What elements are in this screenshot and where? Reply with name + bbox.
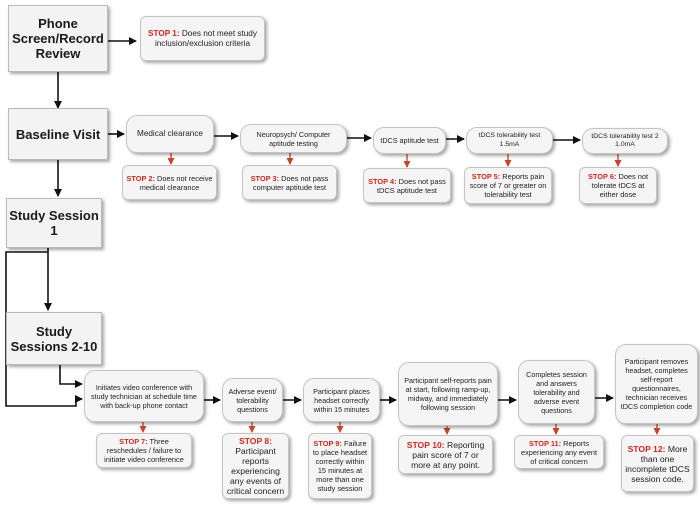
phase-baseline-visit-label: Baseline Visit: [15, 126, 101, 142]
phase-baseline-visit: Baseline Visit: [8, 108, 108, 160]
stop-2-label: STOP 2:: [126, 173, 155, 183]
stop-12-text: More than one incomplete tDCS session co…: [625, 443, 690, 484]
baseline-step-tolerability-1: tDCS tolerability test 1.5mA: [466, 127, 553, 154]
stop-3-label: STOP 3:: [250, 173, 280, 183]
stop-11-text: Reports experiencing any event of critic…: [520, 438, 597, 466]
session-step-adverse-events: Adverse event/ tolerability questions: [222, 378, 283, 422]
stop-7: STOP 7: Three reschedules / failure to i…: [96, 433, 192, 468]
stop-3: STOP 3: Does not pass computer aptitude …: [242, 165, 337, 200]
session-step-5-label: Completes session and answers tolerabili…: [526, 369, 587, 415]
loop-connector: [5, 251, 83, 407]
stop-9: STOP 9: Failure to place headset correct…: [308, 433, 372, 499]
stop-12-label: STOP 12:: [627, 443, 666, 454]
phase-study-sessions-2-10-label: Study Sessions 2-10: [10, 323, 98, 354]
stop-5: STOP 5: Reports pain score of 7 or great…: [464, 167, 552, 204]
stop-10-label: STOP 10:: [406, 439, 445, 450]
baseline-step-medical-clearance: Medical clearance: [126, 115, 214, 153]
stop-1-text: Does not meet study inclusion/exclusion …: [154, 28, 257, 48]
stop-5-label: STOP 5:: [471, 172, 501, 181]
stop-8-label: STOP 8:: [238, 436, 273, 446]
stop-4-label: STOP 4:: [368, 176, 397, 186]
stop-8: STOP 8: Participant reports experiencing…: [222, 433, 289, 499]
stop-6-text: Does not tolerate tDCS at either dose: [591, 172, 649, 199]
session-step-6-label: Participant removes headset, completes s…: [620, 357, 693, 411]
session-step-place-headset: Participant places headset correctly wit…: [303, 378, 380, 422]
phase-phone-screen-label: Phone Screen/Record Review: [12, 16, 104, 61]
session-step-video-conference: Initiates video conference with study te…: [84, 370, 204, 422]
stop-12: STOP 12: More than one incomplete tDCS s…: [621, 435, 694, 492]
phase-phone-screen: Phone Screen/Record Review: [8, 5, 108, 72]
stop-6: STOP 6: Does not tolerate tDCS at either…: [579, 167, 657, 204]
stop-5-text: Reports pain score of 7 or greater on to…: [469, 172, 547, 199]
stop-1-label: STOP 1:: [148, 28, 180, 38]
stop-7-label: STOP 7:: [119, 437, 148, 446]
session-step-pain-report: Participant self-reports pain at start, …: [398, 362, 498, 426]
stop-9-label: STOP 9:: [313, 439, 342, 448]
baseline-step-tdcs-aptitude: tDCS aptitude test: [373, 127, 446, 154]
stop-11-label: STOP 11:: [528, 438, 562, 448]
stop-4-text: Does not pass tDCS aptitude test: [377, 176, 446, 195]
stop-2: STOP 2: Does not receive medical clearan…: [122, 165, 217, 200]
session-step-4-label: Participant self-reports pain at start, …: [404, 376, 492, 412]
stop-8-text: Participant reports experiencing any eve…: [226, 446, 285, 496]
stop-10: STOP 10: Reporting pain score of 7 or mo…: [398, 435, 493, 474]
phase-study-session-1-label: Study Session 1: [9, 208, 99, 238]
baseline-step-3-label: tDCS aptitude test: [380, 136, 439, 145]
session-step-2-label: Adverse event/ tolerability questions: [228, 386, 277, 414]
baseline-step-1-label: Medical clearance: [137, 129, 203, 138]
stop-1: STOP 1: Does not meet study inclusion/ex…: [140, 16, 265, 61]
stop-3-text: Does not pass computer aptitude test: [252, 173, 329, 192]
session-step-complete-session: Completes session and answers tolerabili…: [518, 360, 595, 424]
stop-4: STOP 4: Does not pass tDCS aptitude test: [363, 168, 451, 203]
phase-study-session-1: Study Session 1: [6, 198, 102, 248]
phase-study-sessions-2-10: Study Sessions 2-10: [6, 312, 102, 365]
stop-11: STOP 11: Reports experiencing any event …: [514, 435, 604, 469]
arrow-sessions-to-step1: [59, 365, 83, 388]
session-step-1-label: Initiates video conference with study te…: [91, 382, 197, 410]
baseline-step-4-label: tDCS tolerability test 1.5mA: [478, 132, 541, 148]
baseline-step-aptitude-testing: Neuropsych/ Computer aptitude testing: [240, 124, 347, 153]
stop-2-text: Does not receive medical clearance: [139, 173, 213, 192]
stop-9-text: Failure to place headset correctly withi…: [312, 439, 368, 493]
session-step-remove-headset: Participant removes headset, completes s…: [615, 344, 698, 424]
stop-7-text: Three reschedules / failure to initiate …: [104, 437, 184, 464]
session-step-3-label: Participant places headset correctly wit…: [313, 386, 370, 414]
stop-6-label: STOP 6:: [587, 172, 617, 181]
baseline-step-2-label: Neuropsych/ Computer aptitude testing: [256, 129, 331, 148]
stop-10-text: Reporting pain score of 7 or more at any…: [411, 439, 485, 470]
baseline-step-5-label: tDCS tolerability test 2 1.0mA: [591, 132, 659, 149]
baseline-step-tolerability-2: tDCS tolerability test 2 1.0mA: [582, 128, 668, 154]
